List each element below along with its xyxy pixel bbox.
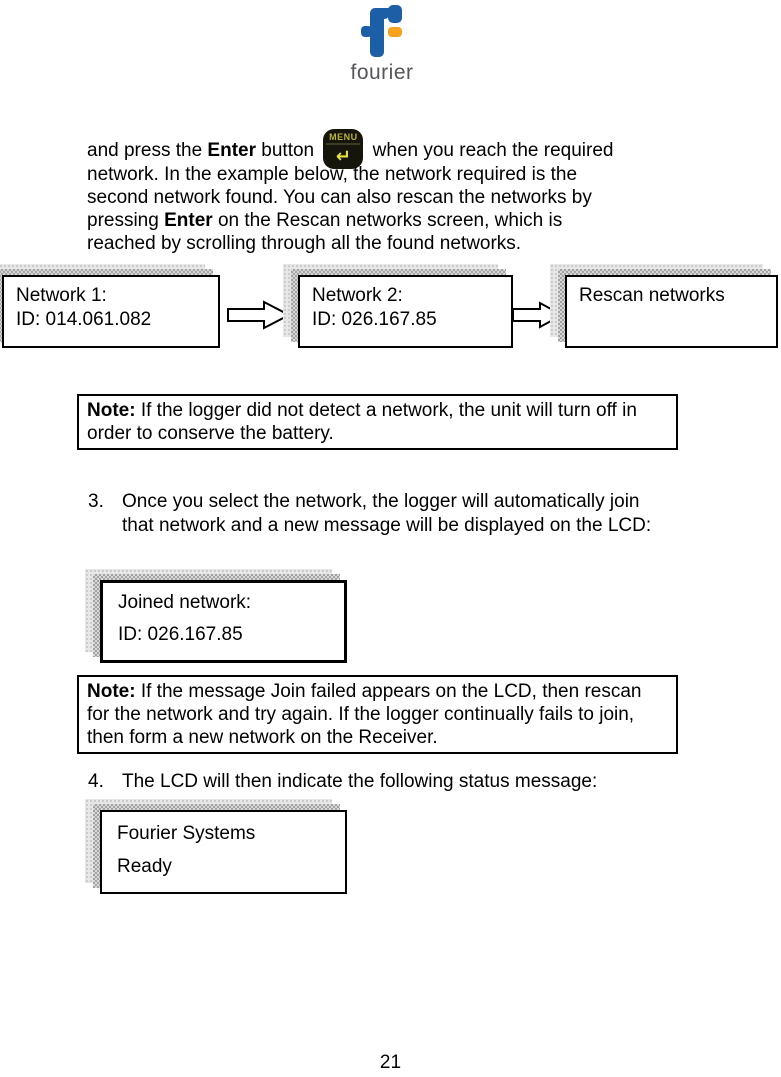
lcd-box-network-1: Network 1: ID: 014.061.082 (0, 264, 220, 348)
menu-button-label: MENU (329, 132, 358, 142)
menu-button-divider (326, 143, 361, 145)
intro-text: when you reach the required (367, 140, 614, 162)
flow-arrow-icon (227, 300, 291, 330)
note-box-battery: Note: If the logger did not detect a net… (77, 394, 678, 450)
lcd-screen: Joined network: ID: 026.167.85 (100, 580, 347, 663)
logo-f-stem (370, 8, 384, 57)
lcd-box-joined-network: Joined network: ID: 026.167.85 (85, 569, 347, 663)
intro-text: on the Rescan networks screen, which is (212, 210, 563, 231)
menu-enter-button-icon: MENU ↵ (323, 129, 364, 169)
lcd-line: Ready (117, 856, 172, 877)
lcd-line: ID: 014.061.082 (16, 309, 152, 330)
step-4-text: The LCD will then indicate the following… (122, 771, 598, 792)
enter-keyword: Enter (164, 210, 213, 231)
lcd-screen: Network 1: ID: 014.061.082 (2, 275, 220, 348)
lcd-box-network-2: Network 2: ID: 026.167.85 (283, 264, 513, 348)
intro-paragraph: and press the Enter button MENU ↵ when yo… (87, 129, 677, 255)
intro-text: and press the (87, 140, 208, 162)
lcd-line: ID: 026.167.85 (312, 309, 437, 330)
lcd-box-rescan-networks: Rescan networks (550, 264, 778, 348)
note-label: Note: (87, 681, 136, 702)
lcd-line: Joined network: (118, 592, 252, 613)
intro-text: button (256, 140, 320, 162)
logo-orange-dash (388, 27, 402, 37)
lcd-box-status-ready: Fourier Systems Ready (85, 799, 347, 894)
lcd-line: Network 1: (16, 285, 107, 306)
intro-line-3: second network found. You can also resca… (87, 187, 592, 208)
lcd-line: Rescan networks (579, 285, 725, 306)
enter-arrow-icon: ↵ (335, 146, 351, 166)
note-text: If the logger did not detect a network, … (87, 400, 637, 444)
intro-text: pressing (87, 210, 165, 231)
intro-line-1: and press the Enter button MENU ↵ when yo… (87, 129, 677, 169)
lcd-line: Network 2: (312, 285, 403, 306)
step-4-number: 4. (88, 771, 104, 792)
fourier-logo: fourier (330, 5, 450, 90)
step-3-number: 3. (88, 491, 104, 512)
lcd-line: Fourier Systems (117, 823, 256, 844)
intro-line-5: reached by scrolling through all the fou… (87, 233, 522, 254)
logo-f-flag (388, 5, 402, 23)
step-3-text: Once you select the network, the logger … (122, 491, 652, 536)
enter-keyword: Enter (207, 140, 256, 162)
note-text: If the message Join failed appears on th… (87, 681, 642, 748)
page-number: 21 (379, 1052, 402, 1073)
logo-f-crossbar (361, 26, 372, 37)
lcd-screen: Fourier Systems Ready (100, 810, 347, 894)
lcd-line: ID: 026.167.85 (118, 624, 243, 645)
fourier-logo-text: fourier (350, 61, 414, 84)
note-label: Note: (87, 400, 136, 421)
note-box-join-failed: Note: If the message Join failed appears… (77, 675, 678, 754)
lcd-screen: Network 2: ID: 026.167.85 (298, 275, 513, 348)
intro-line-2: network. In the example below, the netwo… (87, 164, 578, 185)
intro-line-4: pressing Enter on the Rescan networks sc… (87, 209, 677, 232)
lcd-screen: Rescan networks (565, 275, 778, 348)
